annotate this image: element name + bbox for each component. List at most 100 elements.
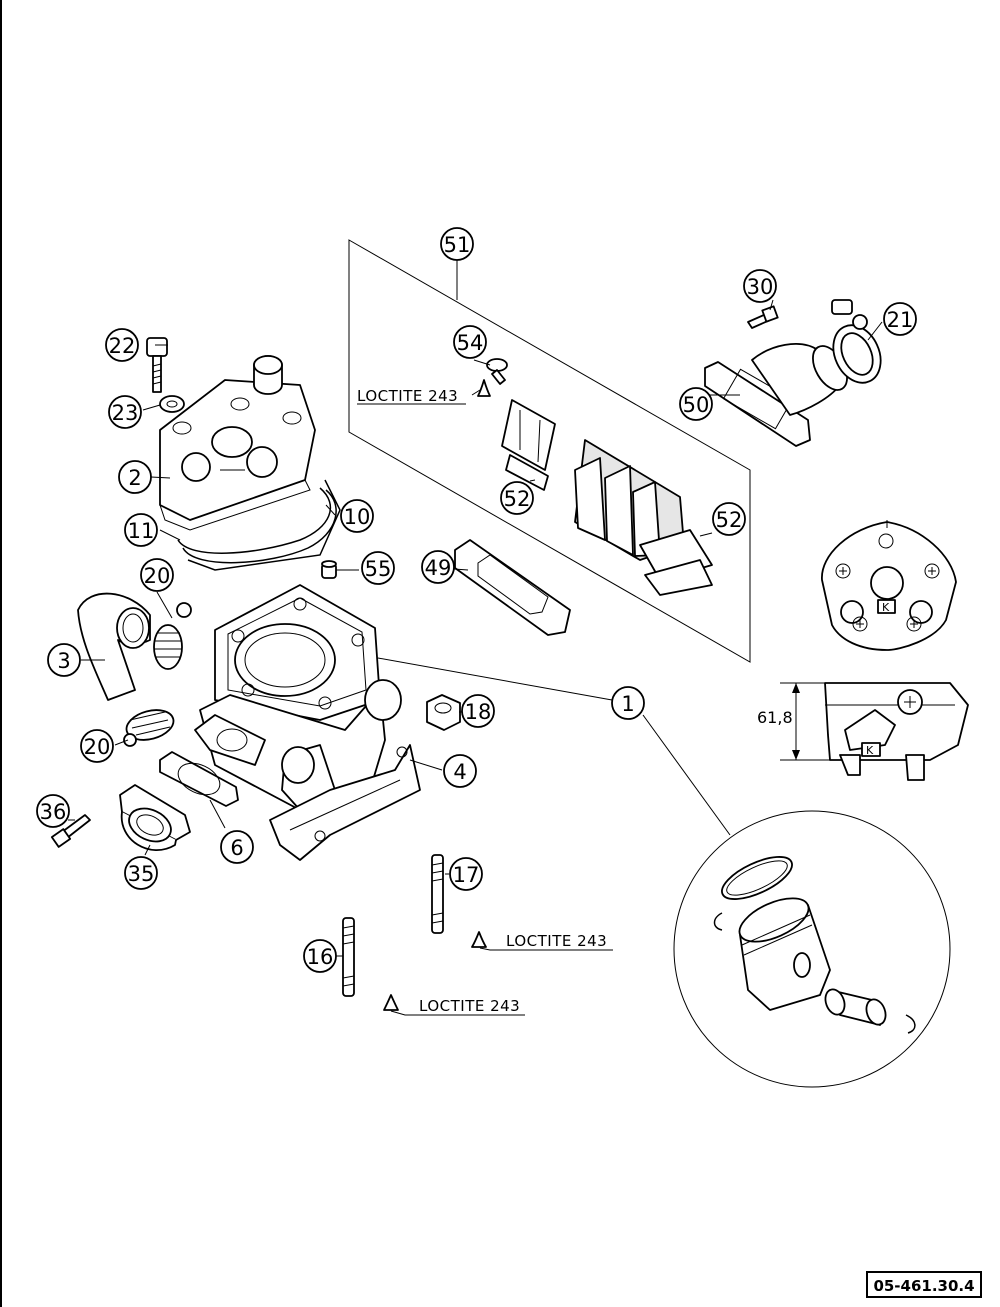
svg-text:2: 2 xyxy=(128,466,141,490)
reed-petal-lower-part xyxy=(639,529,713,596)
leader-20b xyxy=(114,739,129,746)
svg-text:16: 16 xyxy=(307,945,334,969)
svg-text:21: 21 xyxy=(887,308,914,332)
callout-21: 21 xyxy=(883,302,917,336)
svg-text:49: 49 xyxy=(425,556,452,580)
callout-1: 1 xyxy=(611,686,645,720)
loctite-note-stud-16: LOCTITE 243 xyxy=(419,997,520,1015)
svg-text:52: 52 xyxy=(504,487,531,511)
leader-20a xyxy=(156,591,173,619)
leader-10 xyxy=(325,504,336,516)
leader-4 xyxy=(409,759,443,771)
reed-petal-upper-part xyxy=(501,399,556,491)
leader-2 xyxy=(150,476,171,479)
callout-52-lower: 52 xyxy=(712,502,746,536)
svg-text:6: 6 xyxy=(230,836,243,860)
svg-text:23: 23 xyxy=(112,401,139,425)
svg-text:1: 1 xyxy=(621,692,634,716)
svg-text:36: 36 xyxy=(40,800,67,824)
loctite-note-stud-17: LOCTITE 243 xyxy=(506,932,607,950)
leader-30 xyxy=(769,299,774,311)
callout-23: 23 xyxy=(108,395,142,429)
o-ring-11-part xyxy=(177,487,331,554)
piston-detail-circle xyxy=(673,810,951,1088)
reed-block-part xyxy=(574,439,685,561)
loctite-note-screw: LOCTITE 243 xyxy=(357,387,458,405)
o-ring-10-part xyxy=(187,479,341,571)
callout-4: 4 xyxy=(443,754,477,788)
drawing-reference-number: 05-461.30.4 xyxy=(866,1271,982,1298)
hose-clamp-20-lower-part xyxy=(123,709,175,747)
callout-17: 17 xyxy=(449,857,483,891)
k-mark-top: K xyxy=(882,601,890,614)
leader-11 xyxy=(159,529,181,541)
callout-54: 54 xyxy=(453,325,487,359)
leader-loctite-top xyxy=(471,389,481,396)
dimension-line xyxy=(780,682,830,761)
callout-11: 11 xyxy=(124,513,158,547)
leader-6 xyxy=(209,799,226,829)
callout-49: 49 xyxy=(421,550,455,584)
height-dimension-label: 61,8 xyxy=(757,708,793,727)
callout-30: 30 xyxy=(743,269,777,303)
piston-part xyxy=(738,897,831,1011)
callout-3: 3 xyxy=(47,643,81,677)
elbow-hose-part xyxy=(77,592,151,701)
svg-text:17: 17 xyxy=(453,863,480,887)
intake-manifold-part xyxy=(704,343,848,447)
leader-52b xyxy=(699,532,713,537)
leader-35 xyxy=(144,844,151,856)
svg-text:20: 20 xyxy=(144,564,171,588)
svg-text:35: 35 xyxy=(128,862,155,886)
svg-text:54: 54 xyxy=(457,331,484,355)
stud-16-part xyxy=(342,917,399,1011)
dowel-pin-part xyxy=(321,560,337,579)
cylinder-head-part xyxy=(159,355,316,531)
flange-screw-part xyxy=(50,814,91,848)
circlip-left-part xyxy=(713,912,723,931)
washer-part xyxy=(159,395,185,413)
head-top-view-detail xyxy=(821,520,957,651)
svg-text:55: 55 xyxy=(365,557,392,581)
callout-52-upper: 52 xyxy=(500,481,534,515)
intake-gasket-part xyxy=(454,539,571,636)
circlip-right-part xyxy=(905,1014,916,1034)
collar-nut-part xyxy=(426,694,461,731)
callout-20-lower: 20 xyxy=(80,729,114,763)
leader-52a xyxy=(529,479,536,482)
head-bolt-part xyxy=(146,337,168,393)
leader-21 xyxy=(867,321,883,341)
head-side-view-detail xyxy=(824,682,969,781)
callout-16: 16 xyxy=(303,939,337,973)
leader-54 xyxy=(473,359,491,366)
callout-35: 35 xyxy=(124,856,158,890)
page-border-line xyxy=(0,0,2,1307)
leader-1-piston xyxy=(642,714,731,836)
callout-22: 22 xyxy=(105,328,139,362)
svg-text:30: 30 xyxy=(747,275,774,299)
callout-50: 50 xyxy=(679,387,713,421)
callout-10: 10 xyxy=(340,499,374,533)
intake-flange-part xyxy=(119,784,191,851)
callout-51: 51 xyxy=(440,227,474,261)
svg-text:52: 52 xyxy=(716,508,743,532)
svg-text:22: 22 xyxy=(109,334,136,358)
leader-1-cylinder xyxy=(377,657,613,701)
leader-loctite-17 xyxy=(479,947,613,951)
leader-49 xyxy=(453,568,469,571)
piston-pin-part xyxy=(824,988,887,1026)
piston-ring-part xyxy=(721,856,793,900)
cylinder-part xyxy=(194,584,421,861)
stud-17-part xyxy=(431,854,487,948)
svg-text:4: 4 xyxy=(453,760,466,784)
leader-loctite-16 xyxy=(390,1010,525,1016)
callout-18: 18 xyxy=(461,694,495,728)
svg-text:51: 51 xyxy=(444,233,471,257)
svg-text:10: 10 xyxy=(344,505,371,529)
callout-2: 2 xyxy=(118,460,152,494)
svg-text:3: 3 xyxy=(57,649,70,673)
hose-clamp-part xyxy=(831,299,882,384)
callout-36: 36 xyxy=(36,794,70,828)
screw-54-part xyxy=(477,358,508,397)
